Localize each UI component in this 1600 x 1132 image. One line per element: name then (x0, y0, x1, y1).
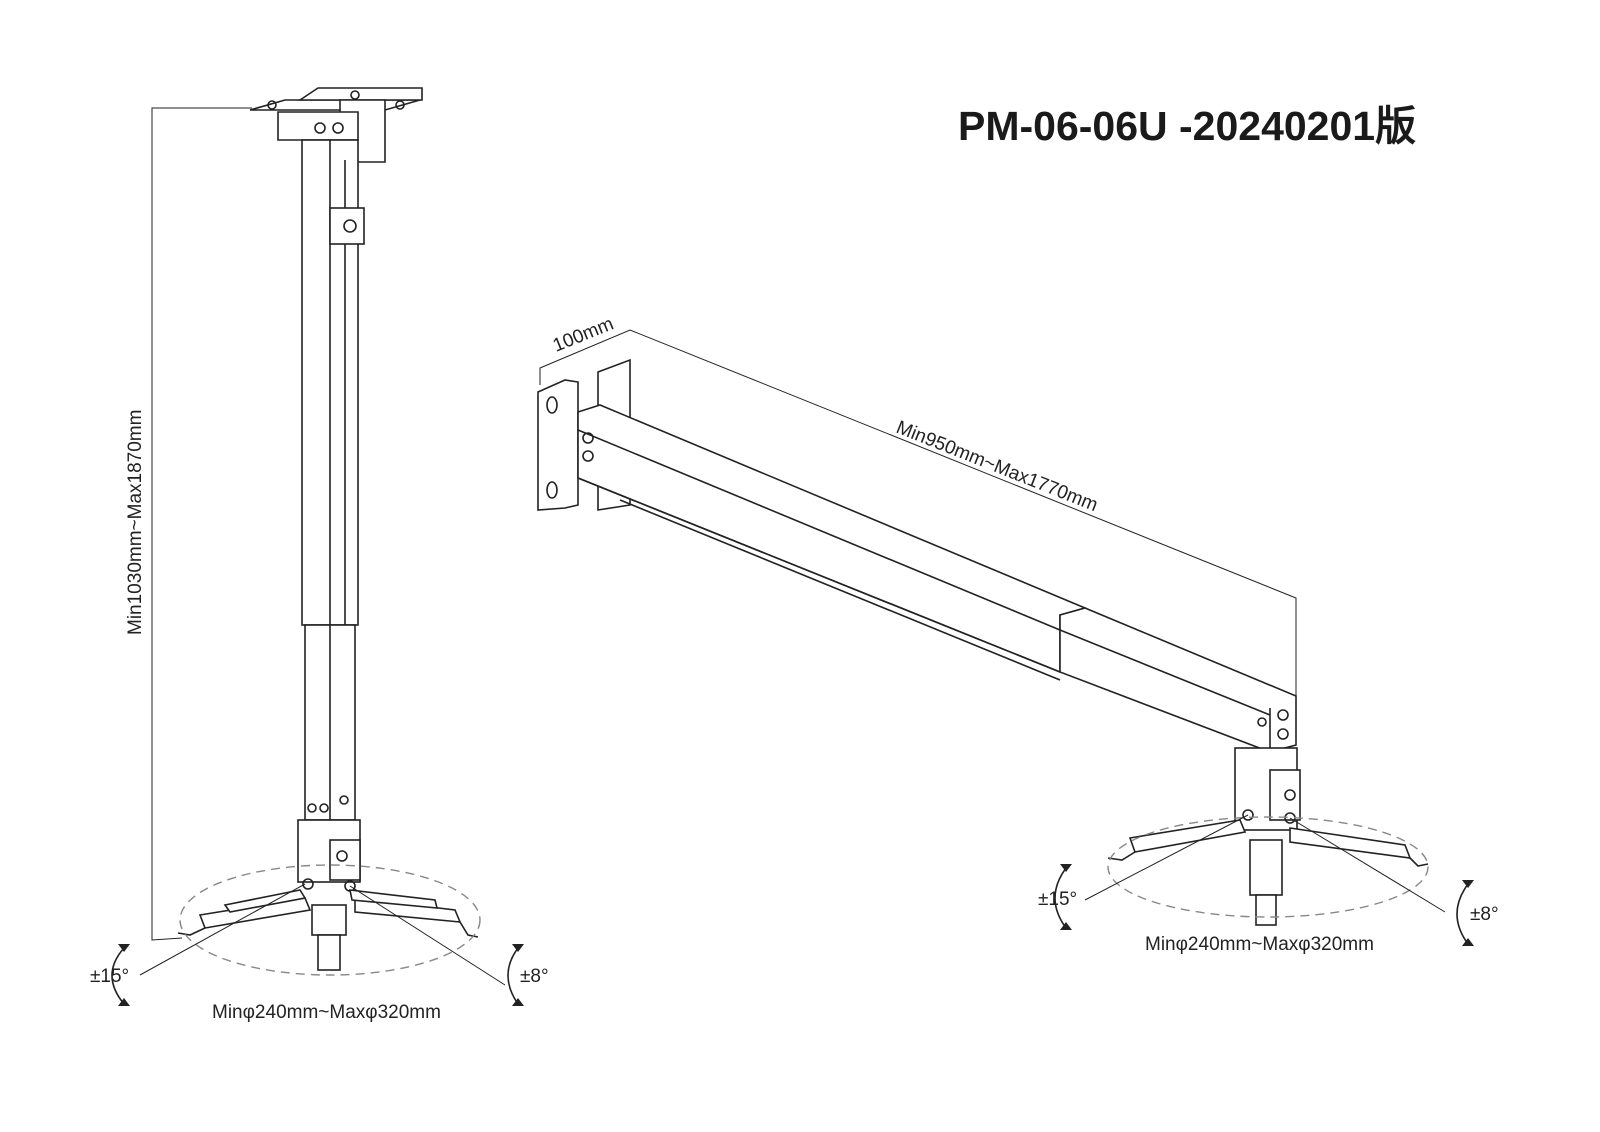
ceiling-swivel-label: ±8° (520, 966, 549, 987)
height-range-label: Min1030mm~Max1870mm (125, 410, 146, 635)
ceiling-plate-range-label: Minφ240mm~Maxφ320mm (212, 1002, 441, 1023)
arm-range-label: Min950mm~Max1770mm (893, 417, 1100, 516)
wall-plate-range-label: Minφ240mm~Maxφ320mm (1145, 934, 1374, 955)
wall-swivel-label: ±8° (1470, 904, 1499, 925)
arm-dimension-line (539, 329, 1297, 700)
height-dimension-line (151, 107, 252, 941)
wall-tilt-label: ±15° (1038, 889, 1077, 910)
ceiling-tilt-label: ±15° (90, 966, 129, 987)
ceiling-mount-drawing (111, 87, 524, 1006)
wall-mount-drawing (537, 329, 1474, 946)
drawing-title: PM-06-06U -20240201版 (958, 103, 1417, 149)
